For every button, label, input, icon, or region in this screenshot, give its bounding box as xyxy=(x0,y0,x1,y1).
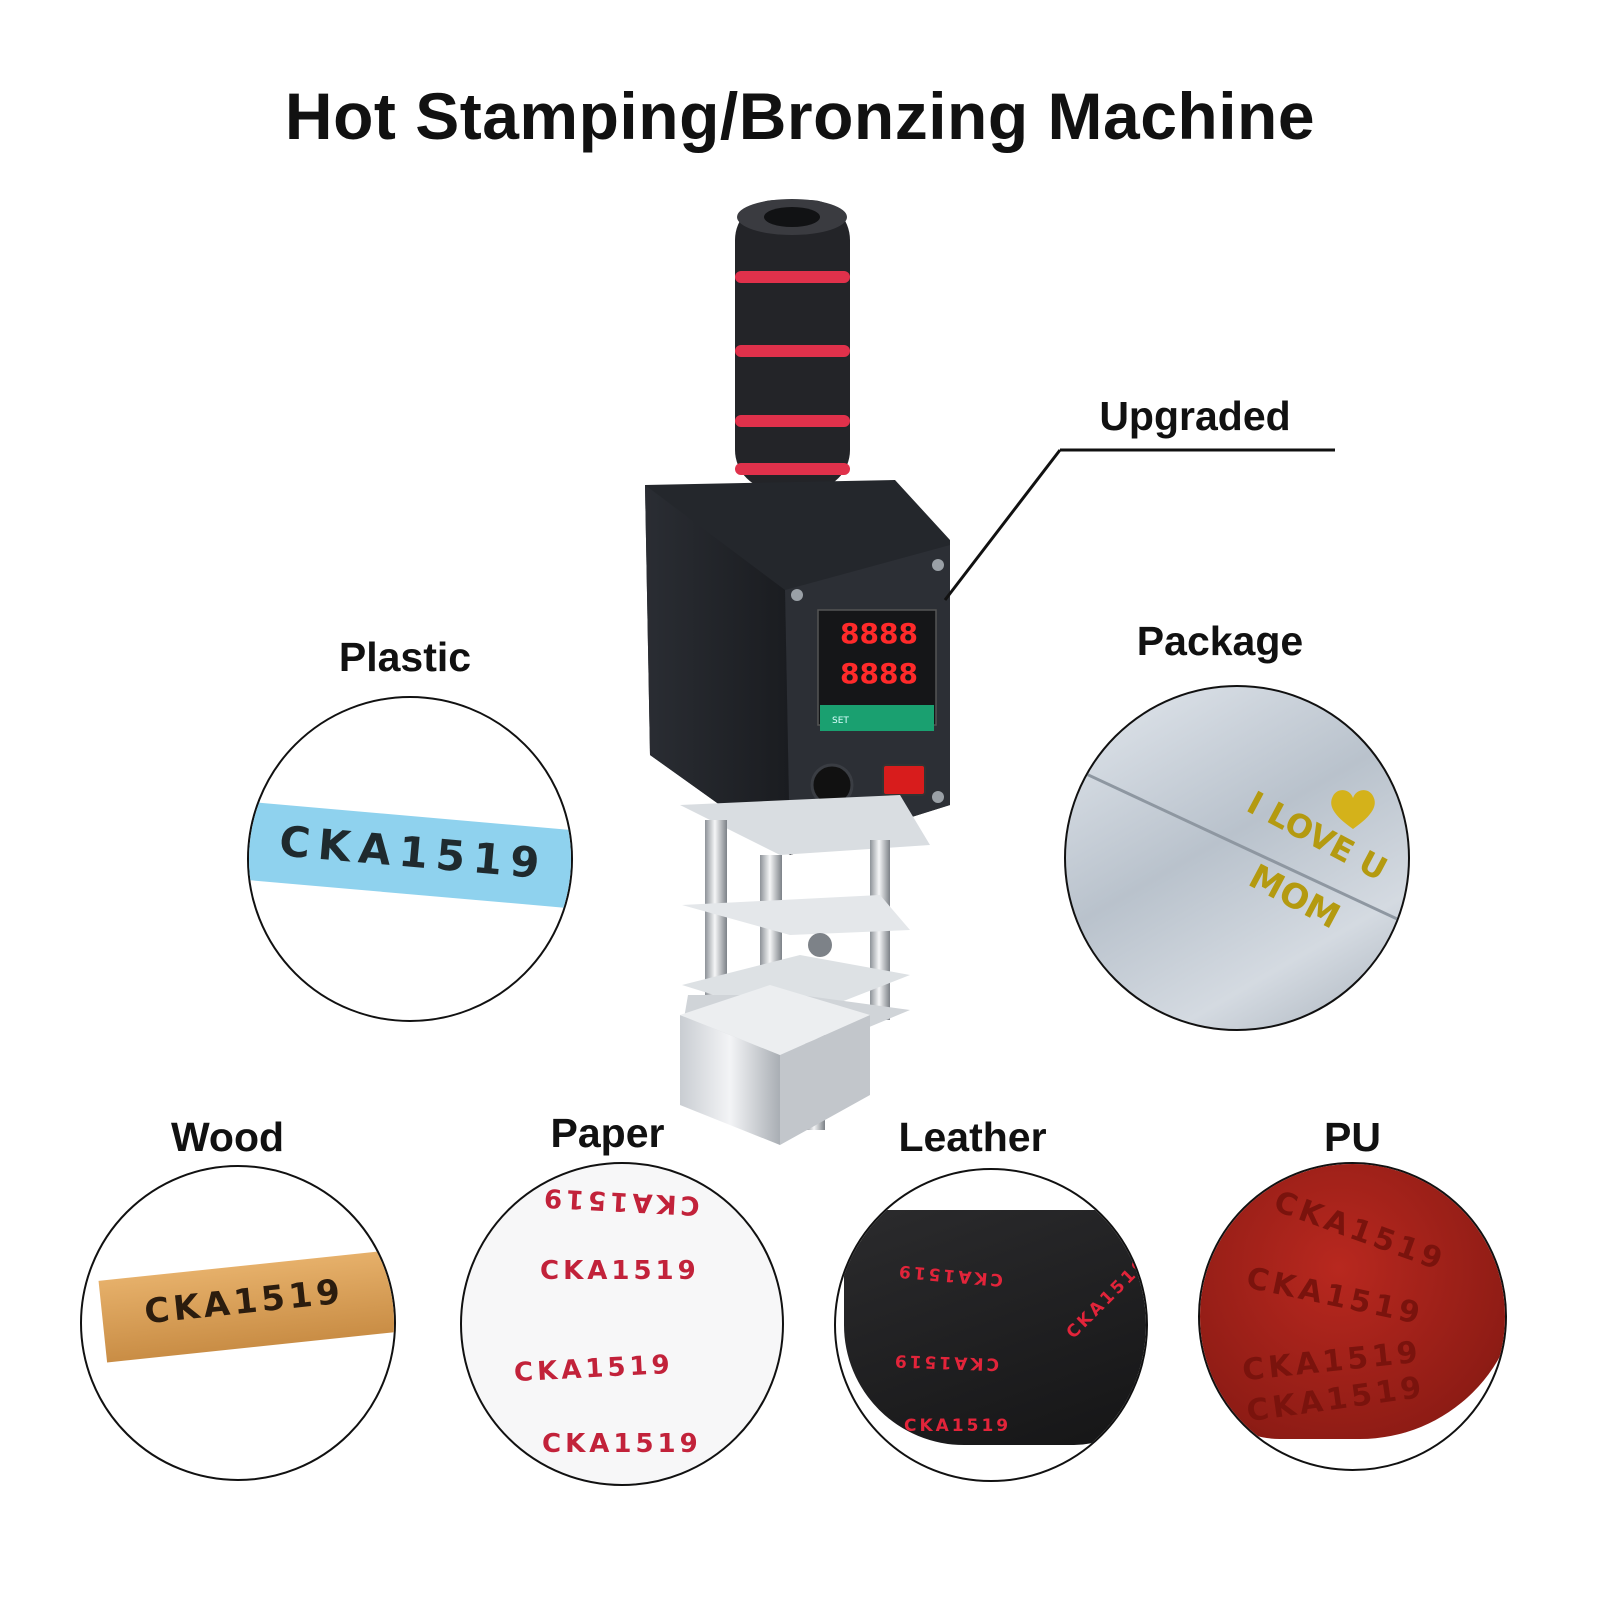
leather-stamp-4: CKA1519 xyxy=(904,1416,1012,1436)
paper-stamp-2: CKA1519 xyxy=(540,1256,700,1286)
label-pu: PU xyxy=(1324,1114,1381,1160)
leather-piece xyxy=(844,1210,1146,1445)
display-top: 8888 xyxy=(840,617,918,650)
label-plastic: Plastic xyxy=(338,634,472,680)
heart-icon xyxy=(1331,790,1375,829)
paper-stamp-4: CKA1519 xyxy=(542,1429,702,1459)
paper-stamp-3: CKA1519 xyxy=(513,1349,675,1389)
circle-leather: CKA1519 CKA1519 CKA1519 CKA1519 xyxy=(834,1168,1148,1482)
leather-stamp-3: CKA1519 xyxy=(891,1350,1000,1374)
press-frame xyxy=(680,795,930,1145)
control-box: 8888 8888 SET xyxy=(645,480,950,855)
circle-wood: CKA1519 xyxy=(80,1165,396,1481)
label-package: Package xyxy=(1136,618,1304,664)
label-wood: Wood xyxy=(170,1114,285,1160)
circle-paper: CKA1519 CKA1519 CKA1519 CKA1519 xyxy=(460,1162,784,1486)
stamping-machine-image: 8888 8888 SET xyxy=(645,199,950,1145)
foam-handle xyxy=(735,199,850,490)
keypad-set: SET xyxy=(832,716,849,726)
label-upgraded: Upgraded xyxy=(1099,393,1291,439)
circle-plastic: CKA1519 xyxy=(247,696,573,1022)
page-title: Hot Stamping/Bronzing Machine xyxy=(284,79,1316,153)
circle-package: I LOVE U MOM xyxy=(1064,685,1410,1031)
label-paper: Paper xyxy=(550,1110,665,1156)
callout-leader-line xyxy=(943,448,1335,601)
circle-pu: CKA1519 CKA1519 CKA1519 CKA1519 xyxy=(1198,1162,1507,1471)
display-bottom: 8888 xyxy=(840,657,918,690)
label-leather: Leather xyxy=(898,1114,1047,1160)
pu-leather-piece xyxy=(1200,1164,1505,1439)
paper-stamp-1: CKA1519 xyxy=(539,1181,701,1221)
